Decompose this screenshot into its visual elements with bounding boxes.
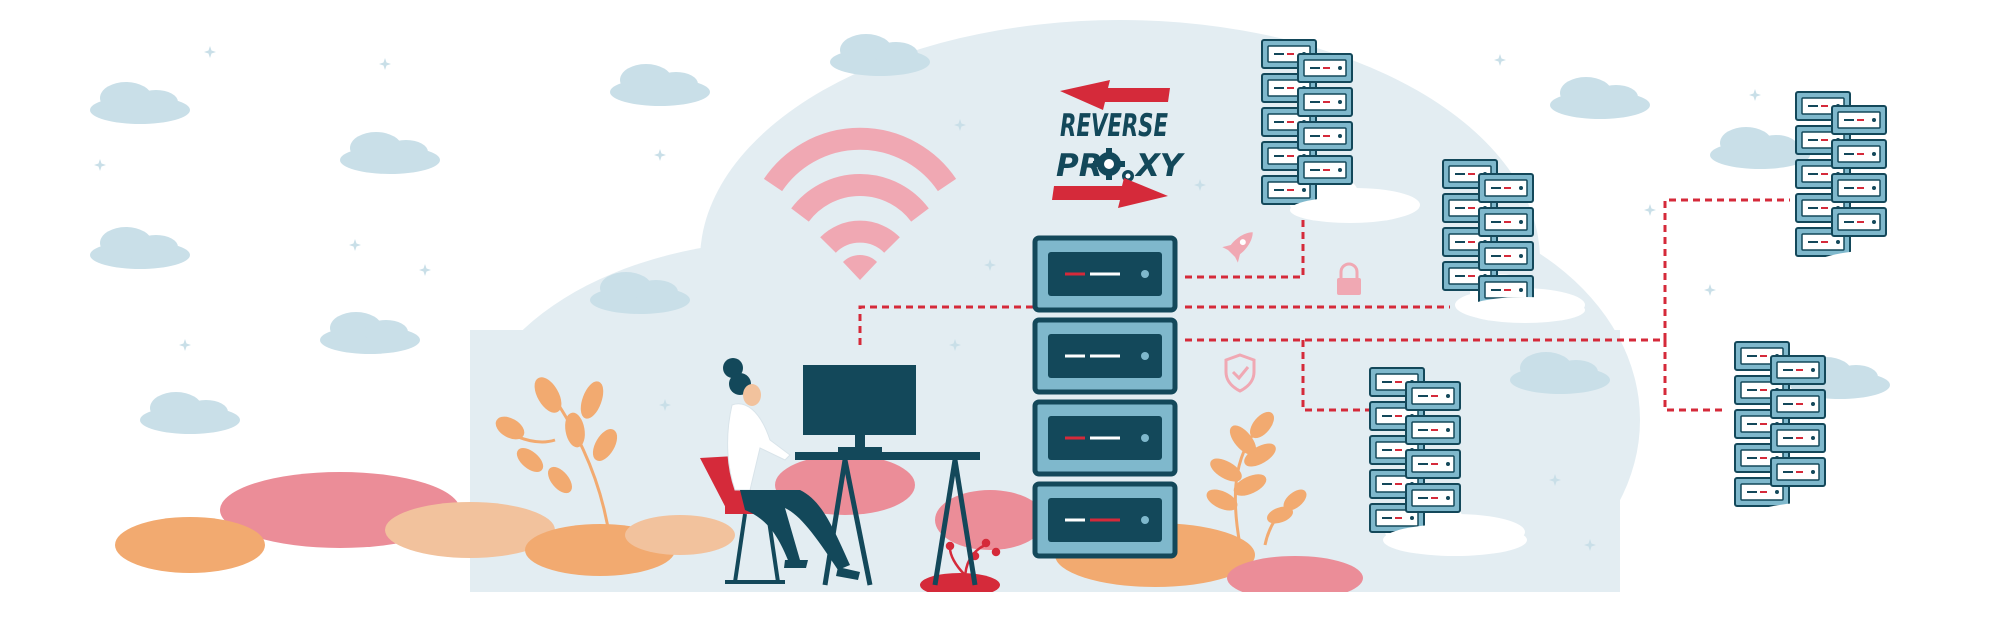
cloud-icon <box>830 34 930 76</box>
sparkle-icon <box>179 339 191 351</box>
sparkle-icon <box>654 149 666 161</box>
backend-server-rack <box>1369 367 1461 533</box>
sparkle-icon <box>1704 284 1716 296</box>
plant-left <box>495 377 618 541</box>
plant-right <box>1206 411 1307 546</box>
central-server-unit <box>1032 235 1178 313</box>
network-connections <box>858 198 1790 412</box>
cloud-icon <box>1550 77 1650 119</box>
central-server-unit <box>1032 317 1178 395</box>
arrow-right-icon <box>1052 178 1168 208</box>
central-server-stack <box>1032 235 1178 559</box>
shield-check-icon <box>1224 353 1256 393</box>
ground-mounds <box>0 455 2000 627</box>
cloud-icon <box>90 227 190 269</box>
logo-line-1: REVERSE <box>1060 108 1168 144</box>
sparkle-icon <box>379 58 391 70</box>
logo-line-2-right: XY <box>1134 148 1186 184</box>
sparkle-icon <box>1749 89 1761 101</box>
cloud-icon <box>90 82 190 124</box>
desk <box>795 452 980 586</box>
central-server-unit <box>1032 481 1178 559</box>
monitor <box>803 365 916 452</box>
sparkle-icon <box>419 264 431 276</box>
sparkle-icon <box>1494 54 1506 66</box>
backend-server-rack <box>1261 39 1353 205</box>
sparkle-icon <box>94 159 106 171</box>
cloud-icon <box>340 132 440 174</box>
padlock-icon <box>1337 262 1361 295</box>
backend-server-rack <box>1795 91 1887 257</box>
cloud-icon <box>320 312 420 354</box>
central-server-unit <box>1032 399 1178 477</box>
arrow-left-icon <box>1060 80 1170 110</box>
sparkle-icon <box>349 239 361 251</box>
sparkle-icon <box>1644 204 1656 216</box>
backend-server-rack <box>1442 159 1534 305</box>
foreground-clouds <box>1290 197 1955 556</box>
backend-server-rack <box>1734 341 1826 507</box>
reverse-proxy-logo: REVERSE PR XY <box>1052 80 1186 208</box>
wifi-icon <box>763 127 957 280</box>
gear-icon <box>1093 148 1134 182</box>
cloud-icon <box>140 392 240 434</box>
cloud-icon <box>610 64 710 106</box>
woman-at-desk <box>723 358 860 580</box>
sparkle-icon <box>204 46 216 58</box>
